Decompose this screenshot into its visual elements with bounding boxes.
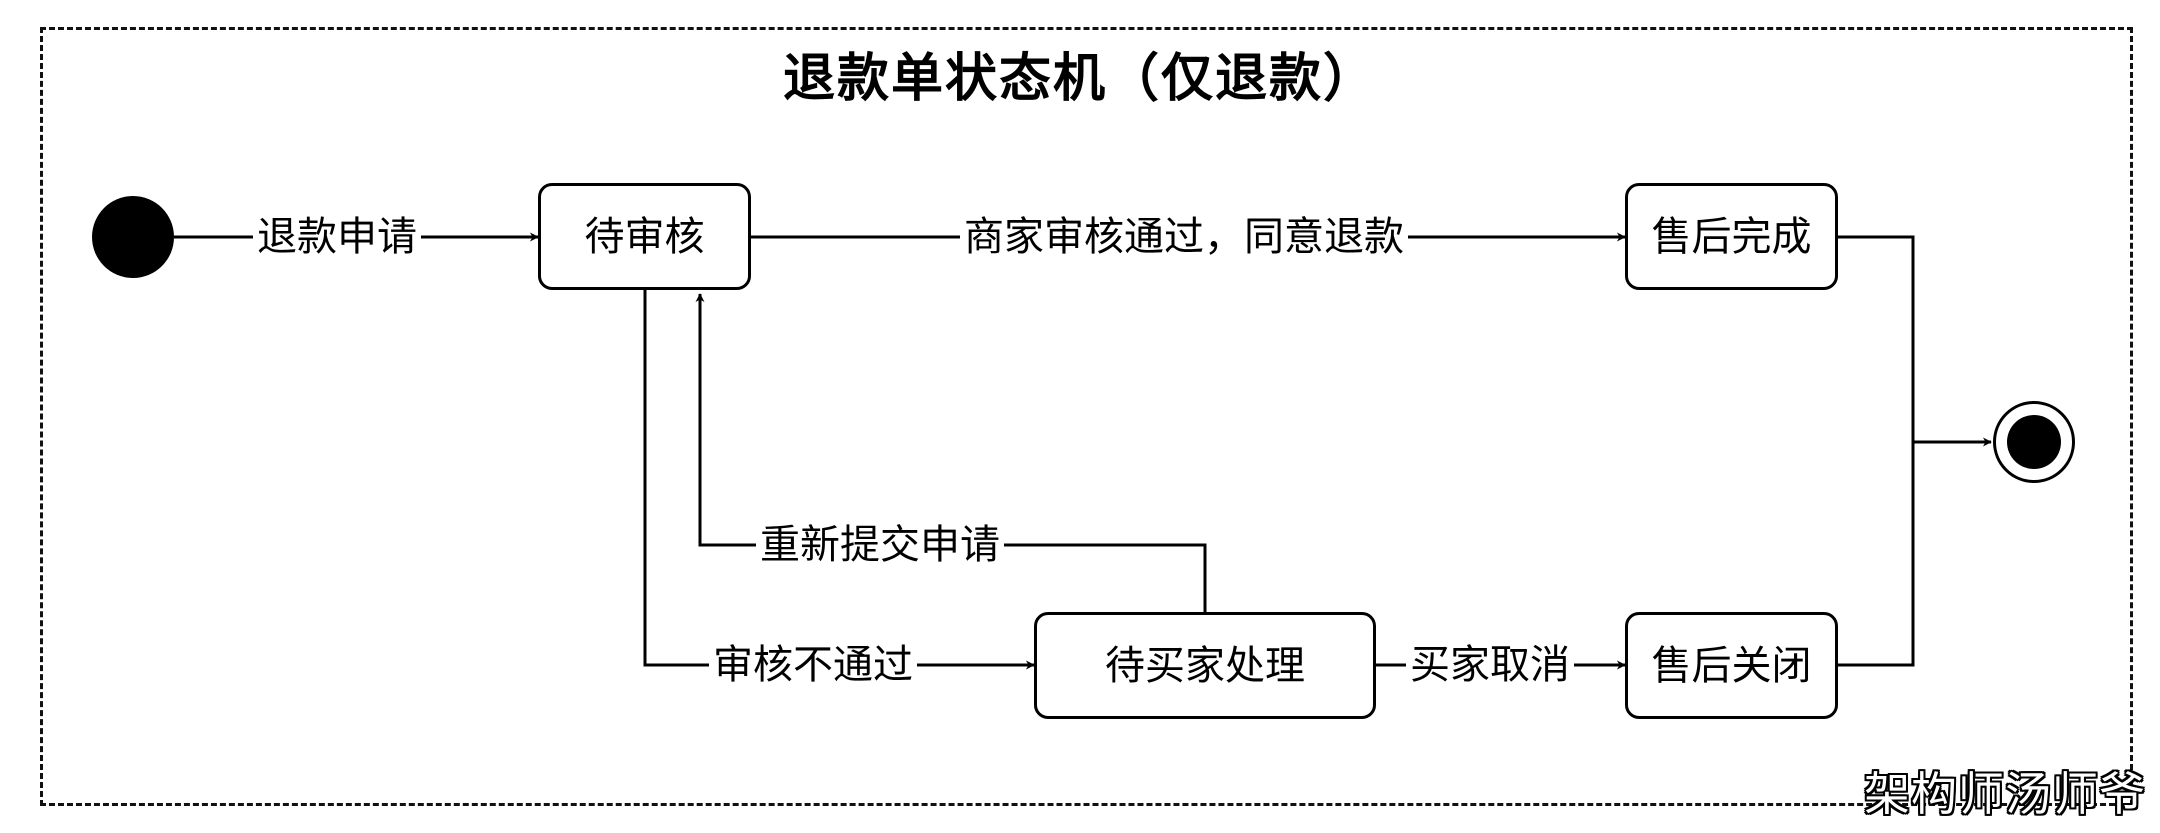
state-after-sale-completed[interactable]: 售后完成	[1625, 183, 1838, 290]
label-apply-refund: 退款申请	[253, 209, 421, 265]
label-buyer-cancel: 买家取消	[1406, 637, 1574, 693]
edge-review-rejected	[643, 290, 1035, 670]
label-review-rejected: 审核不通过	[709, 637, 917, 693]
state-after-sale-closed[interactable]: 售后关闭	[1625, 612, 1838, 719]
state-pending-buyer[interactable]: 待买家处理	[1034, 612, 1376, 719]
initial-state-node	[92, 196, 174, 278]
state-pending-review[interactable]: 待审核	[538, 183, 751, 290]
label-resubmit: 重新提交申请	[756, 517, 1004, 573]
label-merchant-approve: 商家审核通过，同意退款	[960, 209, 1408, 265]
final-state-core	[2007, 415, 2061, 469]
watermark-text: 架构师汤师爷	[1864, 767, 2146, 821]
diagram-frame	[40, 27, 2133, 806]
diagram-title: 退款单状态机（仅退款）	[782, 49, 1377, 109]
edge-completed-to-final	[1838, 235, 1915, 667]
final-state-node	[1993, 401, 2075, 483]
